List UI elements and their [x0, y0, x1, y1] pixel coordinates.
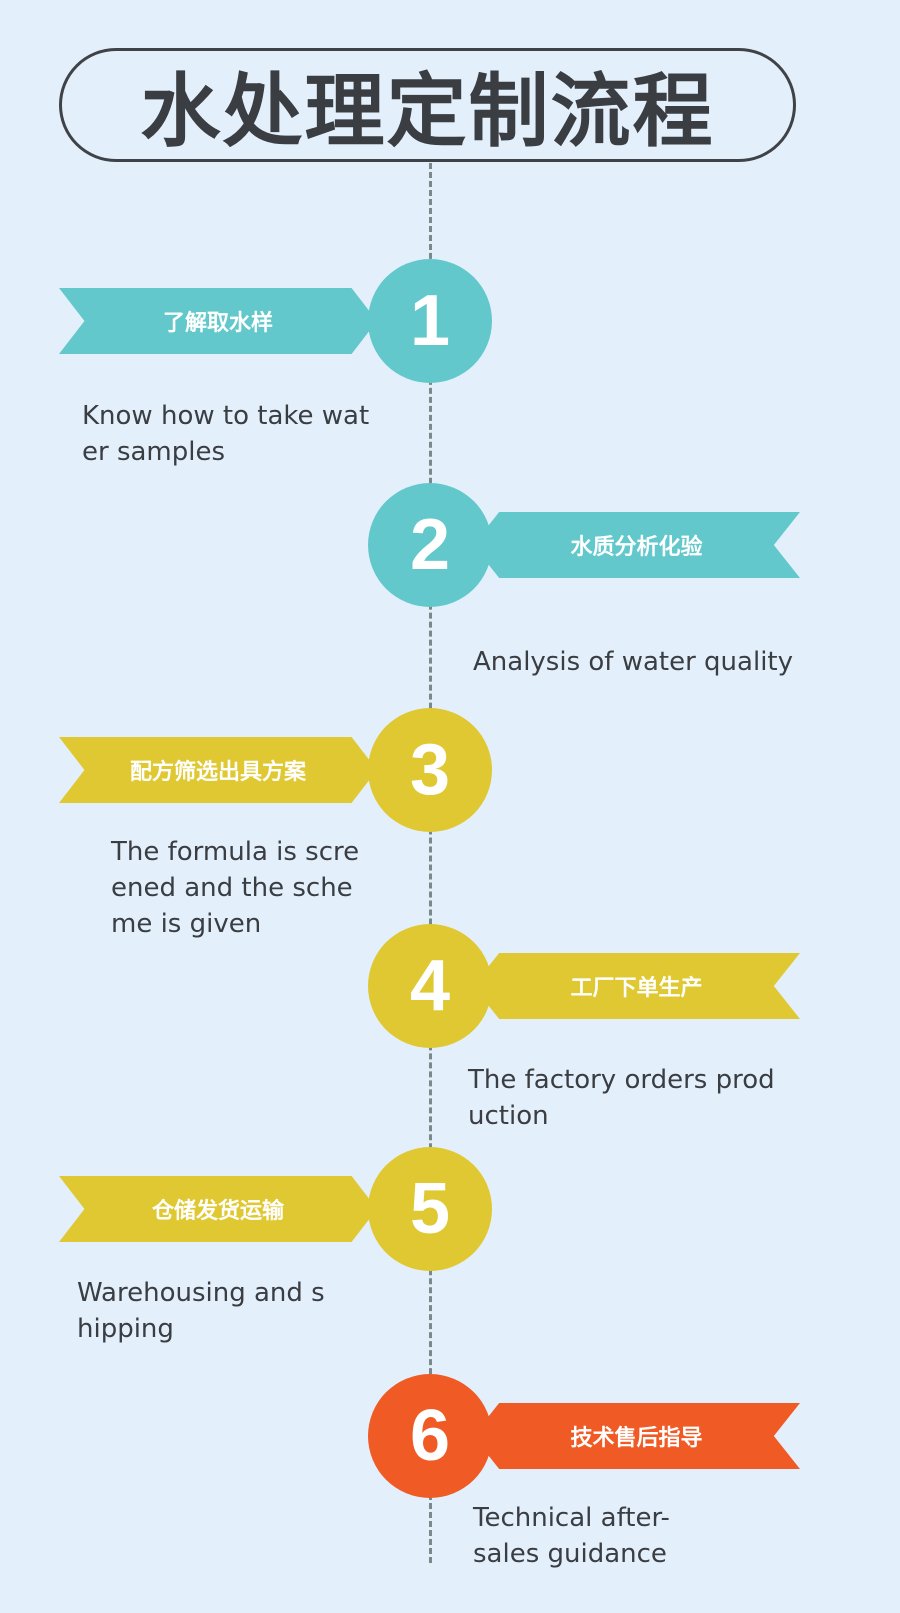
step-6-ribbon: 技术售后指导: [473, 1403, 800, 1469]
step-4-circle: 4: [368, 924, 492, 1048]
step-5-number: 5: [409, 1169, 451, 1249]
timeline-dashed-line: [429, 163, 432, 1563]
step-5-circle: 5: [368, 1147, 492, 1271]
step-4-number: 4: [409, 946, 451, 1026]
step-3-circle: 3: [368, 708, 492, 832]
step-3-ribbon: 配方筛选出具方案: [59, 737, 377, 803]
step-1-label: 了解取水样: [162, 311, 273, 336]
step-4-description: The factory orders prod uction: [468, 1065, 775, 1131]
step-1-description: Know how to take wat er samples: [82, 401, 370, 467]
page-title: 水处理定制流程: [140, 65, 715, 158]
step-4-label: 工厂下单生产: [570, 976, 703, 1001]
step-6-description: Technical after- sales guidance: [473, 1503, 670, 1569]
step-2-ribbon: 水质分析化验: [473, 512, 800, 578]
step-2-circle: 2: [368, 483, 492, 607]
step-3-description: The formula is scre ened and the sche me…: [111, 837, 360, 939]
step-3-label: 配方筛选出具方案: [129, 760, 306, 785]
step-2-number: 2: [409, 505, 451, 585]
step-3-number: 3: [409, 730, 451, 810]
step-5-description: Warehousing and s hipping: [77, 1278, 325, 1344]
step-6-label: 技术售后指导: [570, 1426, 703, 1451]
title-banner: 水处理定制流程: [59, 48, 796, 162]
step-5-label: 仓储发货运输: [151, 1199, 284, 1224]
step-6-circle: 6: [368, 1374, 492, 1498]
step-1-number: 1: [409, 281, 451, 361]
step-1-circle: 1: [368, 259, 492, 383]
step-2-label: 水质分析化验: [570, 535, 703, 560]
step-6-number: 6: [409, 1396, 451, 1476]
step-4-ribbon: 工厂下单生产: [473, 953, 800, 1019]
step-2-description: Analysis of water quality: [473, 647, 793, 677]
step-5-ribbon: 仓储发货运输: [59, 1176, 377, 1242]
step-1-ribbon: 了解取水样: [59, 288, 377, 354]
